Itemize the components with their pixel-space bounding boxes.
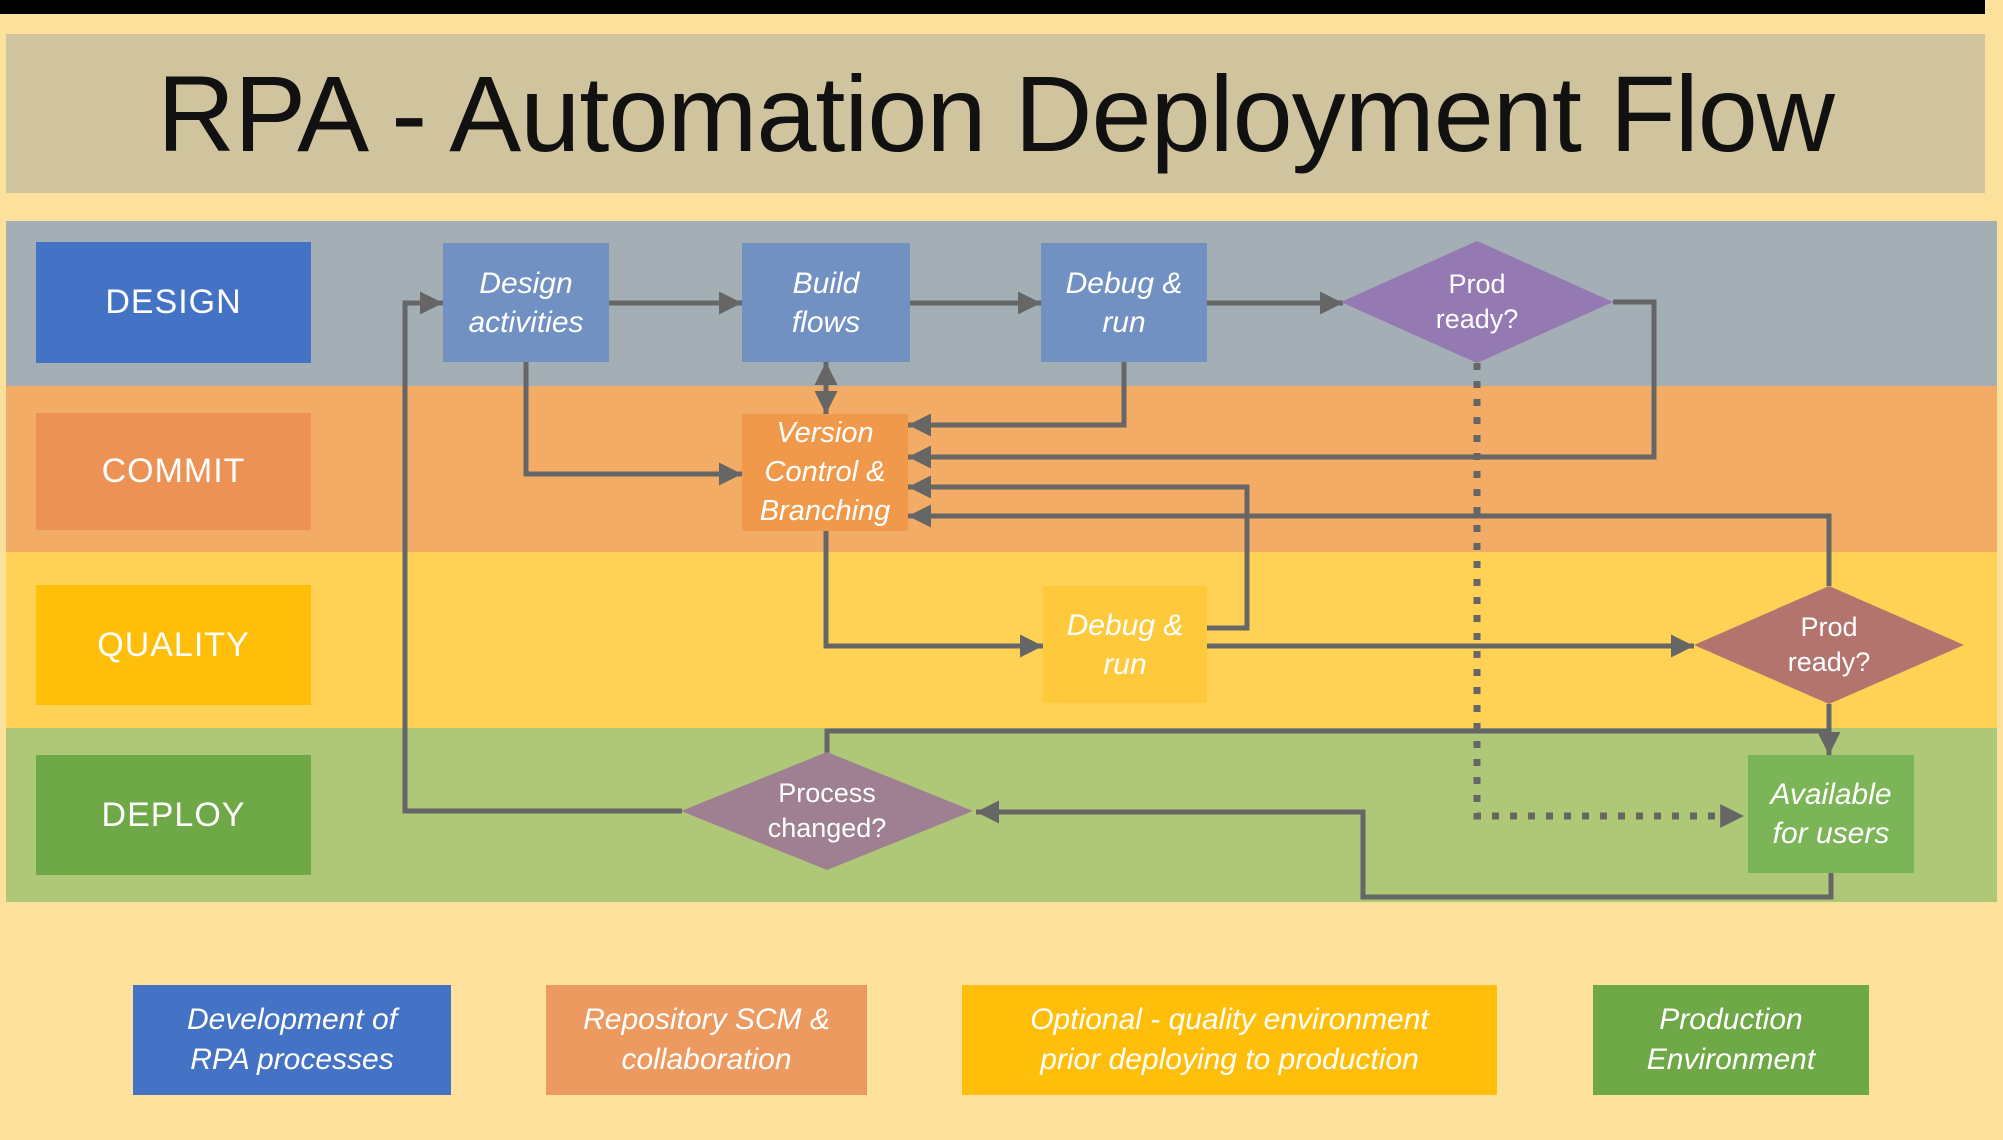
node-build-flows: Build flows xyxy=(742,243,910,362)
legend-optional-quality: Optional - quality environment prior dep… xyxy=(962,985,1497,1095)
node-debug-run-quality: Debug & run xyxy=(1043,586,1207,703)
lane-label-commit: COMMIT xyxy=(36,413,311,530)
title-band: RPA - Automation Deployment Flow xyxy=(6,34,1985,193)
legend-production: Production Environment xyxy=(1593,985,1869,1095)
lane-label-design: DESIGN xyxy=(36,242,311,363)
top-black-bar xyxy=(0,0,1985,14)
legend-repository: Repository SCM & collaboration xyxy=(546,985,867,1095)
node-available-for-users: Available for users xyxy=(1748,755,1914,873)
legend-development: Development of RPA processes xyxy=(133,985,451,1095)
lane-label-deploy: DEPLOY xyxy=(36,755,311,875)
lane-label-quality: QUALITY xyxy=(36,585,311,705)
page-title: RPA - Automation Deployment Flow xyxy=(157,53,1835,174)
node-debug-run-design: Debug & run xyxy=(1041,243,1207,362)
node-version-control: Version Control & Branching xyxy=(742,414,908,531)
node-design-activities: Design activities xyxy=(443,243,609,362)
